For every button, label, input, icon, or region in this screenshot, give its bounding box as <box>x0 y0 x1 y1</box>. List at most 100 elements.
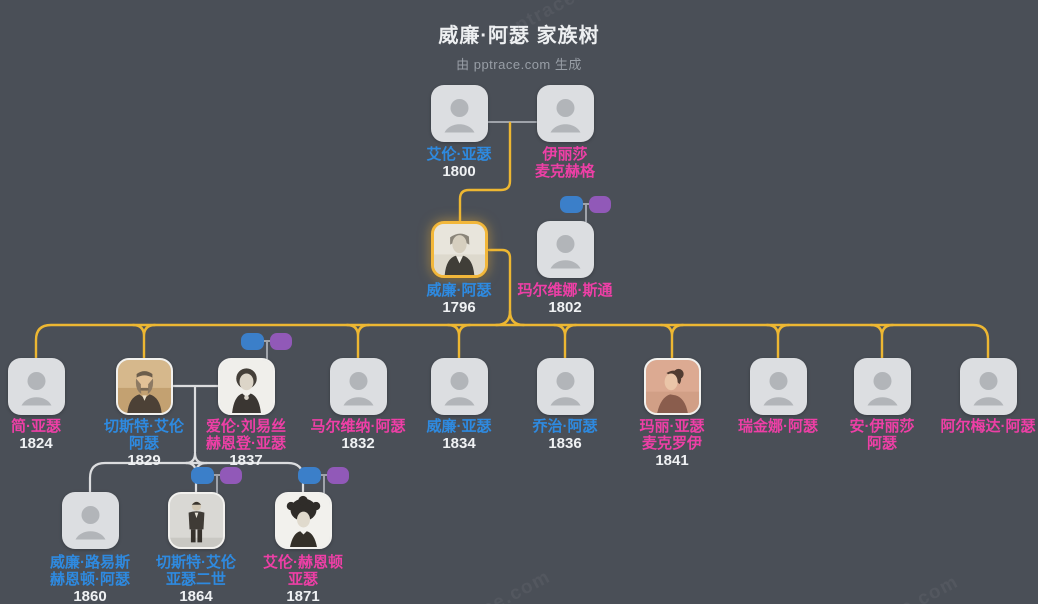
person-card[interactable] <box>536 221 594 278</box>
person-card[interactable] <box>536 85 594 142</box>
birth-year: 1864 <box>179 588 213 604</box>
person-name: 阿尔梅达·阿瑟 <box>940 418 1036 435</box>
person-card[interactable] <box>7 358 65 415</box>
header: 威廉·阿瑟 家族树 由 pptrace.com 生成 <box>0 19 1038 73</box>
marriage-rings-icon <box>191 467 243 493</box>
portrait-photo <box>276 494 330 547</box>
person-name: 切斯特·艾伦 <box>156 554 236 571</box>
person-card[interactable] <box>329 358 387 415</box>
person-name: 玛丽·亚瑟 <box>639 418 705 435</box>
person-name: 艾伦·赫恩顿 <box>263 554 343 571</box>
avatar-placeholder-icon <box>550 99 580 133</box>
person-name: 伊丽莎 <box>542 146 588 163</box>
person-card[interactable] <box>115 358 173 415</box>
person-card[interactable] <box>167 492 225 549</box>
person-label: 瑞金娜·阿瑟 <box>703 418 853 435</box>
person-card[interactable] <box>430 358 488 415</box>
birth-year: 1829 <box>127 452 161 469</box>
ring-purple-icon <box>220 467 242 484</box>
person-card[interactable] <box>217 358 275 415</box>
avatar-placeholder-icon <box>763 372 793 406</box>
birth-year: 1860 <box>73 588 107 604</box>
person-label: 安·伊丽莎阿瑟 <box>807 418 957 452</box>
avatar-placeholder-icon <box>444 372 474 406</box>
person-name: 安·伊丽莎 <box>849 418 915 435</box>
person-name: 艾伦·亚瑟 <box>426 146 492 163</box>
marriage-rings-icon <box>560 196 612 222</box>
portrait-photo <box>219 360 273 413</box>
person-card[interactable] <box>430 85 488 142</box>
person-card[interactable] <box>749 358 807 415</box>
portrait-photo <box>169 494 223 547</box>
birth-year: 1832 <box>341 435 375 452</box>
ring-blue-icon <box>191 467 214 484</box>
avatar-placeholder-icon <box>550 235 580 269</box>
birth-year: 1836 <box>548 435 582 452</box>
person-name: 切斯特·艾伦 <box>104 418 184 435</box>
person-name: 乔治·阿瑟 <box>532 418 598 435</box>
person-card[interactable] <box>853 358 911 415</box>
ring-blue-icon <box>298 467 321 484</box>
person-name: 简·亚瑟 <box>11 418 61 435</box>
avatar-placeholder-icon <box>550 372 580 406</box>
marriage-rings-icon <box>241 333 293 359</box>
avatar-placeholder-icon <box>21 372 51 406</box>
person-card[interactable] <box>274 492 332 549</box>
portrait-photo <box>433 224 485 275</box>
person-name: 麦克赫格 <box>534 163 595 180</box>
person-name: 亚瑟 <box>287 571 318 588</box>
birth-year: 1871 <box>286 588 320 604</box>
person-card[interactable] <box>643 358 701 415</box>
avatar-placeholder-icon <box>973 372 1003 406</box>
person-name: 亚瑟二世 <box>165 571 226 588</box>
person-name: 马尔维纳·阿瑟 <box>310 418 406 435</box>
ring-purple-icon <box>270 333 292 350</box>
person-name: 瑞金娜·阿瑟 <box>738 418 818 435</box>
portrait-photo <box>645 360 699 413</box>
avatar-placeholder-icon <box>75 506 105 540</box>
rings-stub-line <box>585 204 587 222</box>
rings-link-line <box>319 474 329 476</box>
birth-year: 1837 <box>229 452 263 469</box>
person-name: 玛尔维娜·斯通 <box>517 282 613 299</box>
ring-blue-icon <box>241 333 264 350</box>
avatar-placeholder-icon <box>867 372 897 406</box>
rings-link-line <box>212 474 222 476</box>
person-name: 阿瑟 <box>128 435 159 452</box>
person-label: 阿尔梅达·阿瑟 <box>913 418 1038 435</box>
rings-link-line <box>262 340 272 342</box>
person-card-root[interactable] <box>430 221 488 278</box>
person-label: 伊丽莎麦克赫格 <box>490 146 640 180</box>
person-name: 威廉·阿瑟 <box>426 282 492 299</box>
rings-stub-line <box>266 341 268 359</box>
person-name: 赫恩登·亚瑟 <box>206 435 286 452</box>
birth-year: 1834 <box>442 435 476 452</box>
person-card[interactable] <box>536 358 594 415</box>
ring-blue-icon <box>560 196 583 213</box>
person-name: 阿瑟 <box>866 435 897 452</box>
person-name: 威廉·亚瑟 <box>426 418 492 435</box>
portrait-photo <box>117 360 171 413</box>
person-card[interactable] <box>959 358 1017 415</box>
page-subtitle: 由 pptrace.com 生成 <box>456 57 582 72</box>
birth-year: 1796 <box>442 299 476 316</box>
ring-purple-icon <box>327 467 349 484</box>
person-name: 麦克罗伊 <box>641 435 702 452</box>
person-card[interactable] <box>61 492 119 549</box>
birth-year: 1802 <box>548 299 582 316</box>
birth-year: 1824 <box>19 435 53 452</box>
